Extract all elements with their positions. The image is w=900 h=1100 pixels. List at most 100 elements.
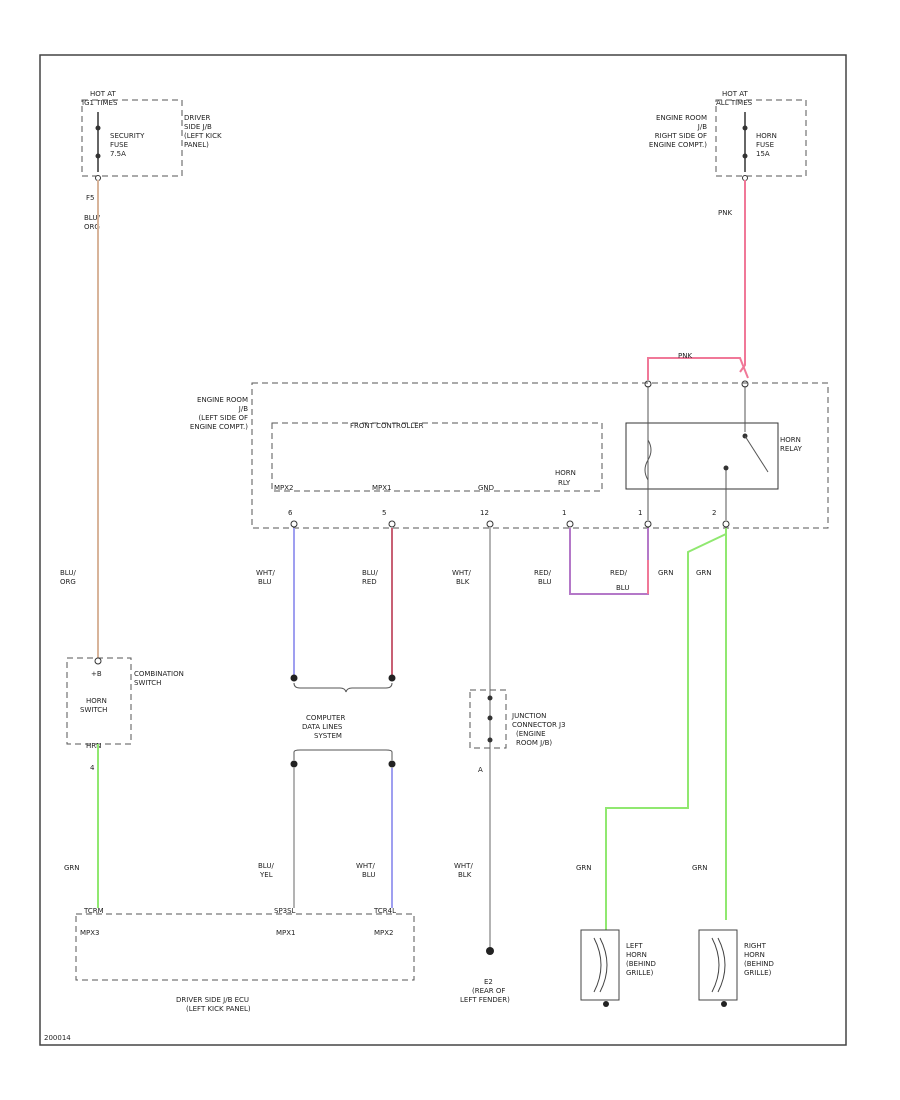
ground-label-3: LEFT FENDER) (460, 996, 510, 1004)
engine-room-l-label-2: J/B (238, 405, 248, 413)
left-horn-icon (580, 929, 620, 1001)
right-horn-label-4: GRILLE) (744, 969, 772, 977)
wire-color-red-blu-2: BLU (538, 578, 551, 586)
right-horn-icon (698, 929, 738, 1001)
hot-all-times-label: ALL TIMES (716, 99, 753, 107)
engine-room-jb-left: ENGINE ROOM J/B (LEFT SIDE OF ENGINE COM… (190, 382, 829, 529)
ground-icon (486, 947, 494, 955)
horn-relay-box (625, 422, 779, 490)
engine-room-r-label-2: J/B (697, 123, 707, 131)
wire-color-red-blu-1: RED/ (534, 569, 552, 577)
wire-color-blu-org-top-1: BLU/ (84, 214, 100, 222)
wire-color-grn-d: GRN (692, 864, 708, 872)
left-horn-label-3: (BEHIND (626, 960, 656, 968)
pin-num-4: 1 (562, 509, 566, 517)
pin-num-1: 6 (288, 509, 293, 517)
hot-ig-label: HOT AT (90, 90, 117, 98)
horn-switch-bplus: +B (91, 670, 102, 678)
wire-color-red-blu-b-2: BLU (616, 584, 629, 592)
combination-label-2: SWITCH (134, 679, 161, 687)
driver-jb-label-2: SIDE J/B (184, 123, 212, 131)
security-fuse-block: HOT AT IG1 TIMES SECURITY FUSE 7.5A DRIV… (81, 90, 222, 231)
wire-color-pnk-2: PNK (678, 352, 692, 360)
horn-fuse-label-3: 15A (756, 150, 770, 158)
right-horn-label-3: (BEHIND (744, 960, 774, 968)
right-horn-label-1: RIGHT (744, 942, 767, 950)
wire-color-blu-org-top-2: ORG (84, 223, 100, 231)
driver-jb-label-1: DRIVER (184, 114, 211, 122)
driver-jb-ecu: TCRM SP3SL TCR4L MPX3 MPX1 MPX2 DRIVER S… (75, 907, 415, 1013)
horn-relay-label-1: HORN (780, 436, 801, 444)
wire-color-blu-red-2: RED (362, 578, 377, 586)
ecu-label-2: (LEFT KICK PANEL) (186, 1005, 251, 1013)
security-fuse-label-2: FUSE (110, 141, 128, 149)
security-fuse-label-1: SECURITY (110, 132, 145, 140)
ecu-label-1: DRIVER SIDE J/B ECU (176, 996, 249, 1004)
hot-ig-times-label: IG1 TIMES (82, 99, 118, 107)
pin-4: 4 (90, 764, 95, 772)
front-controller-box (271, 422, 603, 492)
junction-box (469, 689, 507, 749)
combination-label-1: COMBINATION (134, 670, 184, 678)
wire-color-blu-red-1: BLU/ (362, 569, 378, 577)
ground-label-1: E2 (484, 978, 493, 986)
wire-color-blu-yel-2: YEL (259, 871, 273, 879)
wire-color-wht-blk-b-2: BLK (458, 871, 472, 879)
driver-jb-fuse-box (81, 99, 183, 177)
wire-color-red-blu-b-1: RED/ (610, 569, 628, 577)
wire-color-grn-a: GRN (658, 569, 674, 577)
wire-color-wht-blk-b-1: WHT/ (454, 862, 473, 870)
wire-red-blu-loop (569, 528, 649, 595)
horn-switch-label-2: SWITCH (80, 706, 107, 714)
wire-color-wht-blk-2: BLK (456, 578, 470, 586)
pin-mpx3: MPX3 (80, 929, 100, 937)
wire-color-grn-left: GRN (64, 864, 80, 872)
horn-switch-label-1: HORN (86, 697, 107, 705)
pin-f5: F5 (86, 194, 94, 202)
pin-mpx1b: MPX1 (276, 929, 296, 937)
junction-label-2: CONNECTOR J3 (512, 721, 566, 729)
horn-relay-label-2: RELAY (780, 445, 803, 453)
wire-grn-left-horn (605, 533, 727, 930)
pin-horn-label-2: RLY (558, 479, 571, 487)
pin-num-6: 2 (712, 509, 716, 517)
pin-tcrm: TCRM (83, 907, 104, 915)
junction-connector: JUNCTION CONNECTOR J3 (ENGINE ROOM J/B) … (469, 689, 566, 774)
horn-fuse-label-1: HORN (756, 132, 777, 140)
pin-mpx2-label: MPX2 (274, 484, 294, 492)
pin-num-3: 12 (480, 509, 489, 517)
pin-a: A (478, 766, 483, 774)
pin-horn-label-1: HORN (555, 469, 576, 477)
wire-color-pnk-1: PNK (718, 209, 732, 217)
left-horn-label-1: LEFT (626, 942, 643, 950)
hot-all-label: HOT AT (722, 90, 749, 98)
engine-room-r-label-1: ENGINE ROOM (656, 114, 707, 122)
computer-label-3: SYSTEM (314, 732, 342, 740)
junction-label-3: (ENGINE (516, 730, 546, 738)
wire-color-blu-org-mid-2: ORG (60, 578, 76, 586)
ground-label-2: (REAR OF (472, 987, 505, 995)
pin-num-2: 5 (382, 509, 386, 517)
wire-pnk-main (739, 180, 746, 373)
ecu-box (75, 913, 415, 981)
horn-fuse-label-2: FUSE (756, 141, 774, 149)
computer-label-1: COMPUTER (306, 714, 345, 722)
wire-color-wht-blu-1: WHT/ (256, 569, 275, 577)
wire-color-blu-org-mid-1: BLU/ (60, 569, 76, 577)
wire-color-wht-blk-1: WHT/ (452, 569, 471, 577)
engine-room-l-label-4: ENGINE COMPT.) (190, 423, 248, 431)
mpx-bracket (293, 682, 393, 693)
wire-color-blu-yel-1: BLU/ (258, 862, 274, 870)
wire-color-wht-blu-b-2: BLU (362, 871, 375, 879)
engine-room-l-label-3: (LEFT SIDE OF (198, 414, 248, 422)
pin-mpx2b: MPX2 (374, 929, 394, 937)
horn-fuse-block: HOT AT ALL TIMES HORN FUSE 15A ENGINE RO… (649, 90, 807, 217)
left-horn-label-4: GRILLE) (626, 969, 654, 977)
pin-sp3: SP3SL (274, 907, 296, 915)
wire-color-grn-b: GRN (696, 569, 712, 577)
front-controller-label: FRONT CONTROLLER (350, 422, 424, 430)
left-horn: LEFT HORN (BEHIND GRILLE) (580, 929, 656, 1007)
diagram-frame (39, 54, 847, 1046)
engine-room-jb-box (251, 382, 829, 529)
relay-switch-icon (744, 435, 769, 473)
